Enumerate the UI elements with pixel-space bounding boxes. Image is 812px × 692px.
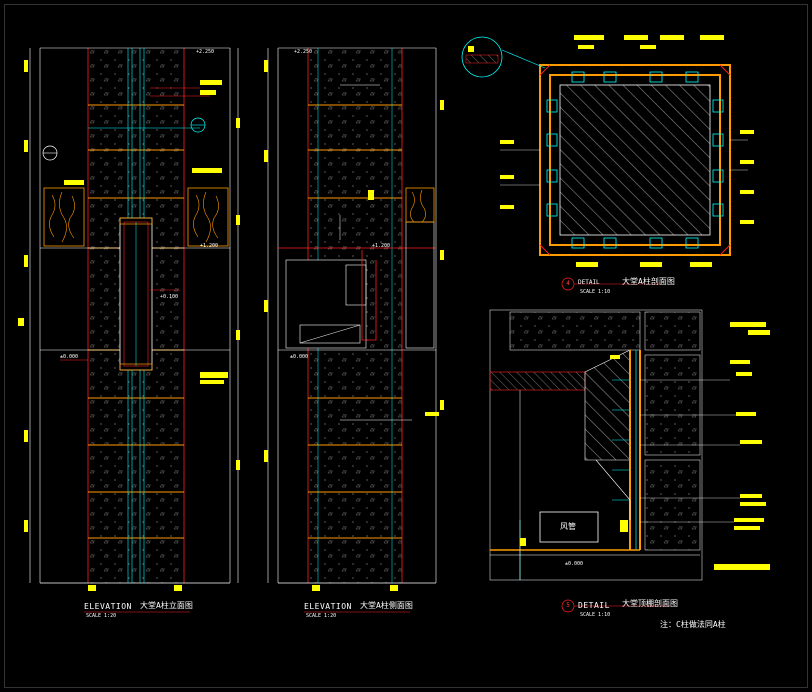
elevation-a-scale: SCALE 1:20 bbox=[86, 613, 117, 619]
detail-5-marker: 5 bbox=[566, 602, 570, 609]
detail-4-scale: SCALE 1:10 bbox=[580, 289, 611, 295]
svg-text:+1.200: +1.200 bbox=[200, 243, 218, 249]
elevation-a-subtitle: 大堂A柱立面图 bbox=[140, 601, 193, 610]
construction-note: 注：C柱做法同A柱 bbox=[660, 620, 726, 629]
elevation-a-title: ELEVATION bbox=[84, 602, 132, 611]
elevation-a-section-drawing: +2.250 +1.200 ±0.000 bbox=[264, 47, 444, 591]
svg-text:+2.250: +2.250 bbox=[196, 49, 214, 55]
elevation-a-section-title: ELEVATION bbox=[304, 602, 352, 611]
svg-text:±0.000: ±0.000 bbox=[565, 561, 583, 567]
elevation-a-section-scale: SCALE 1:20 bbox=[306, 613, 337, 619]
elevation-a-section-subtitle: 大堂A柱侧面图 bbox=[360, 601, 413, 610]
svg-text:±0.000: ±0.000 bbox=[290, 354, 308, 360]
detail-5-drawing: ±0.000 bbox=[489, 309, 770, 613]
svg-text:+2.250: +2.250 bbox=[294, 49, 312, 55]
detail-4-marker: 4 bbox=[566, 280, 570, 287]
svg-text:±0.000: ±0.000 bbox=[60, 354, 78, 360]
air-duct bbox=[539, 511, 599, 543]
detail-5-title: DETAIL bbox=[578, 601, 610, 610]
svg-text:+1.200: +1.200 bbox=[372, 243, 390, 249]
detail-5-scale: SCALE 1:10 bbox=[580, 612, 611, 618]
detail-4-drawing bbox=[461, 35, 754, 291]
detail-4-title: DETAIL bbox=[578, 279, 600, 286]
elevation-a-drawing: +2.250 +0.100 ±0.000 +1.200 bbox=[18, 47, 240, 591]
svg-text:+0.100: +0.100 bbox=[160, 294, 178, 300]
air-duct-label: 风管 bbox=[560, 522, 576, 531]
detail-4-subtitle: 大堂A柱剖面图 bbox=[622, 277, 675, 286]
detail-5-subtitle: 大堂顶棚剖面图 bbox=[622, 599, 678, 608]
